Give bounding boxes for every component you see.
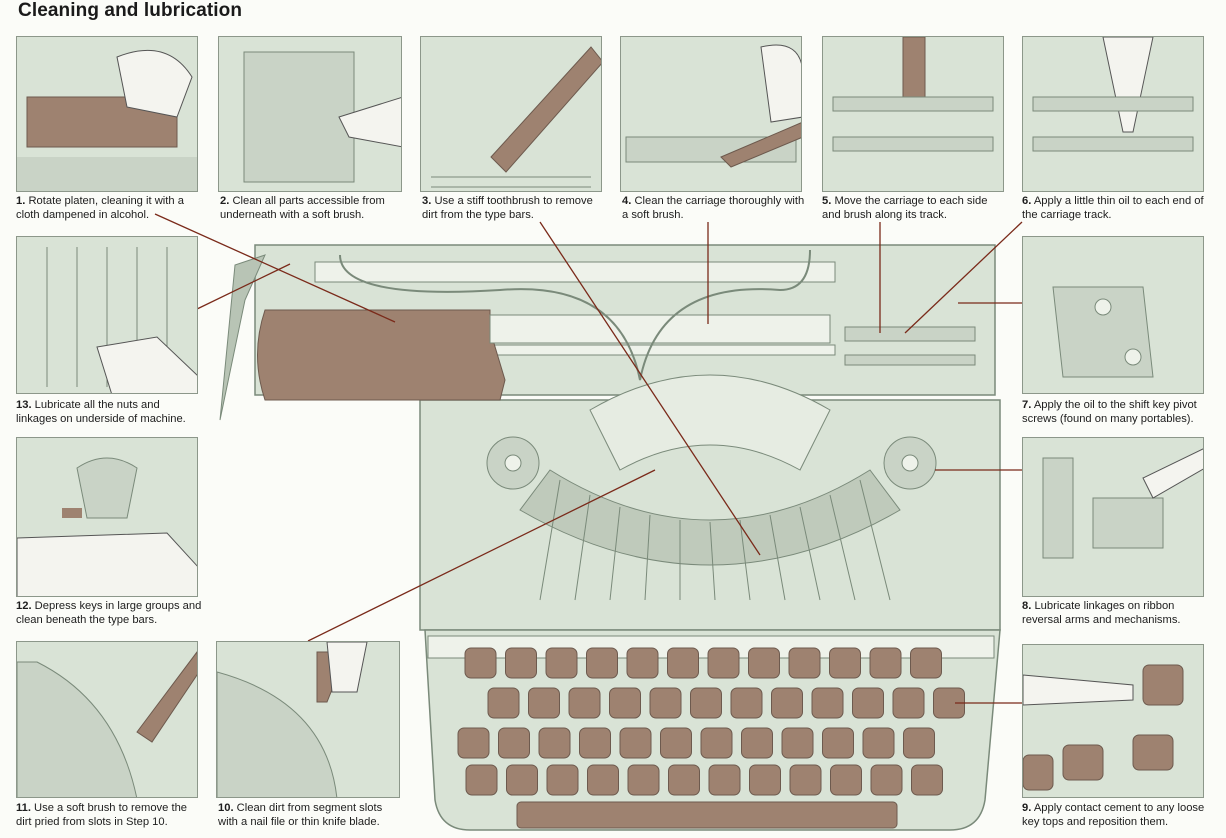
step12-caption: 12. Depress keys in large groups and cle… [16,600,202,626]
key-top [771,687,803,719]
step6-caption: 6. Apply a little thin oil to each end o… [1022,195,1204,221]
key-top [667,647,699,679]
key-top [708,764,741,796]
key-top [910,647,942,679]
key-top [730,687,763,719]
step10-illustration [216,641,400,798]
step6-illustration [1022,36,1204,192]
key-top [505,647,537,679]
key-top [498,727,530,759]
key-top [506,764,538,796]
key-top [568,687,601,719]
step1-illustration [16,36,198,192]
key-top [487,687,520,719]
page-title: Cleaning and lubrication [18,0,243,21]
key-top [627,764,660,796]
step11-caption: 11. Use a soft brush to remove the dirt … [16,802,188,828]
key-top [528,687,560,719]
step3-caption: 3. Use a stiff toothbrush to remove dirt… [422,195,593,221]
key-top [586,647,618,679]
key-top [546,764,579,796]
key-top [822,727,854,759]
key-top [741,727,773,759]
step13-caption: 13. Lubricate all the nuts and linkages … [16,399,186,425]
key-top [609,687,641,719]
key-top [668,764,700,796]
key-top [579,727,611,759]
key-top [829,647,861,679]
key-top [789,764,822,796]
key-top [587,764,619,796]
step4-illustration [620,36,802,192]
step11-illustration [16,641,198,798]
key-top [749,764,781,796]
key-top [811,687,844,719]
key-top [626,647,659,679]
key-top [748,647,780,679]
key-top [911,764,943,796]
key-top [862,727,895,759]
key-top [707,647,740,679]
key-top [700,727,733,759]
key-top [464,647,497,679]
step5-caption: 5. Move the carriage to each side and br… [822,195,988,221]
key-top [649,687,682,719]
step13-illustration [16,236,198,394]
key-top [457,727,490,759]
key-top [830,764,862,796]
step10-caption: 10. Clean dirt from segment slots with a… [218,802,383,828]
step4-caption: 4. Clean the carriage thoroughly with a … [622,195,805,221]
key-top [870,764,903,796]
key-top [903,727,935,759]
step9-illustration [1022,644,1204,798]
step2-illustration [218,36,402,192]
step9-caption: 9. Apply contact cement to any loose key… [1022,802,1205,828]
step7-illustration [1022,236,1204,394]
step3-illustration [420,36,602,192]
key-top [619,727,652,759]
step12-illustration [16,437,198,597]
step5-illustration [822,36,1004,192]
key-top [660,727,692,759]
step8-illustration [1022,437,1204,597]
key-top [788,647,821,679]
step8-caption: 8. Lubricate linkages on ribbon reversal… [1022,600,1181,626]
step7-caption: 7. Apply the oil to the shift key pivot … [1022,399,1197,425]
key-top [852,687,884,719]
key-top [690,687,722,719]
key-top [869,647,902,679]
step2-caption: 2. Clean all parts accessible from under… [220,195,385,221]
key-top [538,727,571,759]
key-top [781,727,814,759]
key-top [892,687,925,719]
key-top [545,647,578,679]
step1-caption: 1. Rotate platen, cleaning it with a clo… [16,195,184,221]
key-top [465,764,498,796]
